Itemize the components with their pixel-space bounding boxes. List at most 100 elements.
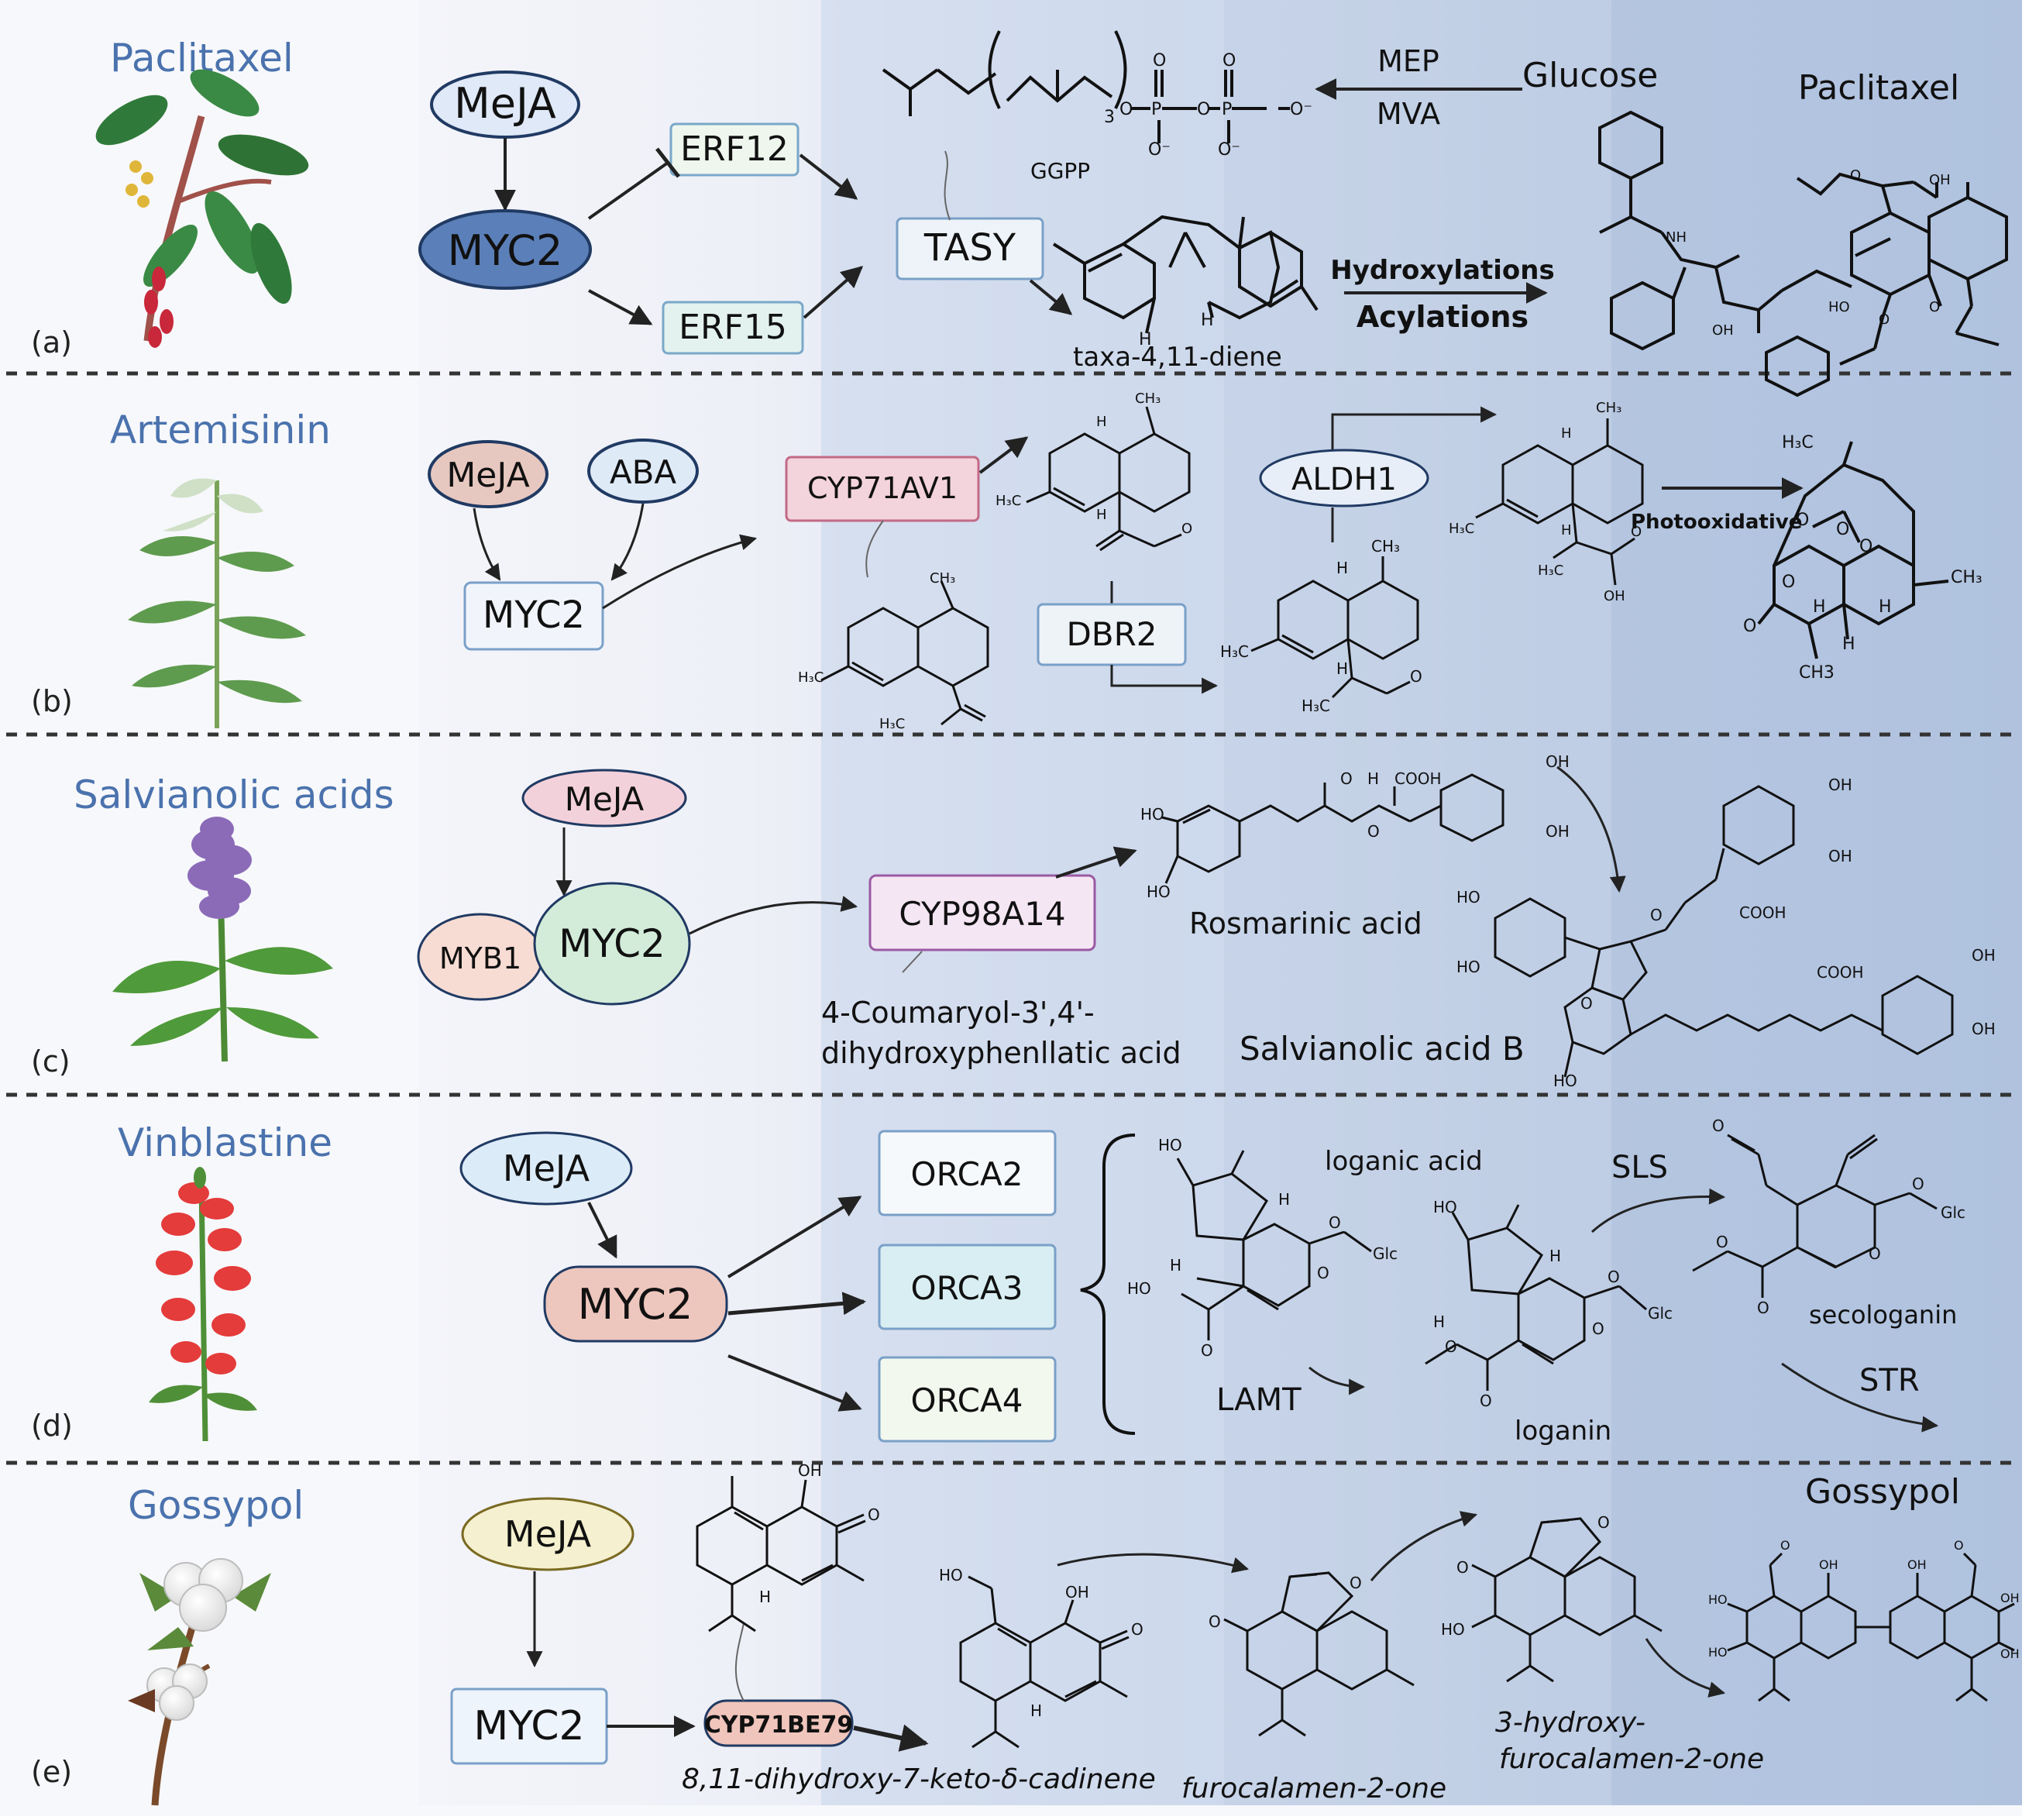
atom-o: O bbox=[1350, 1574, 1362, 1592]
arrow-myc2-cyp bbox=[602, 534, 758, 610]
atom-oh: OH bbox=[1828, 776, 1852, 794]
panel-b: MeJA ABA MYC2 CYP71AV1 CH₃ H₃C H₃C bbox=[428, 390, 1982, 732]
arrow-aba-myc2 bbox=[610, 503, 645, 581]
meja-node bbox=[521, 769, 687, 827]
atom-o: O bbox=[1480, 1392, 1492, 1410]
secologanin-atoms: O O Glc O O O bbox=[1712, 1116, 1965, 1317]
hydroxy-furo-structure bbox=[1471, 1517, 1663, 1683]
ggpp-label: GGPP bbox=[1030, 158, 1090, 184]
atom-glc: Glc bbox=[1941, 1203, 1965, 1222]
atom-ch3-plain: CH3 bbox=[1799, 663, 1835, 683]
atom-o: O bbox=[1859, 537, 1872, 556]
atom-nh: NH bbox=[1666, 229, 1687, 246]
atom-ch3: CH₃ bbox=[1596, 400, 1621, 416]
atom-h: H bbox=[1096, 414, 1107, 430]
connector-tasy-ggpp bbox=[944, 150, 951, 221]
atom-subscript: 3 bbox=[1104, 108, 1115, 127]
atom-o: O bbox=[1317, 1264, 1329, 1282]
atom-ho: HO bbox=[1158, 1136, 1182, 1154]
atom-o: O bbox=[1209, 1612, 1221, 1631]
atom-oh: OH bbox=[1546, 822, 1570, 841]
amorphadiene-atoms: CH₃ H₃C H₃C bbox=[798, 570, 955, 732]
atom-h: H bbox=[1367, 769, 1379, 788]
panel-separators bbox=[6, 371, 2016, 1465]
arrow-tasy-diene bbox=[1029, 279, 1073, 315]
gossypol-atoms: O O OH OH HO HO OH OH bbox=[1708, 1538, 2020, 1661]
atom-h3c: H₃C bbox=[1538, 563, 1563, 579]
atom-ho: HO bbox=[1433, 1198, 1457, 1216]
arrow-myc2-orca3 bbox=[727, 1292, 866, 1316]
hydroxy-furo-label-1: 3-hydroxy- bbox=[1495, 1707, 1645, 1739]
rosmarinic-label: Rosmarinic acid bbox=[1189, 907, 1422, 941]
atom-cooh: COOH bbox=[1739, 903, 1786, 922]
atom-o: O bbox=[1608, 1268, 1620, 1286]
atom-oh: OH bbox=[1828, 847, 1852, 865]
ggpp-structure bbox=[882, 30, 1290, 143]
atom-o: O bbox=[1197, 100, 1210, 119]
connector-cyp-substrate bbox=[734, 1622, 744, 1701]
myc2-label: MYC2 bbox=[473, 1703, 584, 1749]
atom-ho: HO bbox=[1441, 1620, 1465, 1639]
panel-title-salvianolic: Salvianolic acids bbox=[74, 772, 394, 817]
atom-cooh: COOH bbox=[1817, 963, 1864, 982]
furocalamen-atoms: O O bbox=[1209, 1574, 1362, 1631]
cadinene-product-structure bbox=[959, 1575, 1130, 1749]
panel-title-artemisinin: Artemisinin bbox=[110, 408, 331, 452]
loganic-atoms: HO H O Glc O H HO O bbox=[1127, 1136, 1398, 1360]
atom-h: H bbox=[1561, 425, 1572, 442]
atom-h3c: H₃C bbox=[1220, 642, 1249, 661]
mva-label: MVA bbox=[1377, 97, 1440, 131]
arrow-sls bbox=[1590, 1188, 1726, 1233]
arrow-dbr2-dihydro bbox=[1110, 665, 1219, 694]
meja-node bbox=[461, 1497, 634, 1571]
myc2-box bbox=[463, 581, 604, 651]
gossypol-title: Gossypol bbox=[1805, 1472, 1960, 1512]
paclitaxel-structure bbox=[1598, 110, 2008, 397]
atom-o: O bbox=[1780, 1538, 1790, 1553]
atom-o: O bbox=[1201, 1341, 1213, 1360]
arrow-furo-hydroxy bbox=[1370, 1511, 1478, 1581]
arrow-meja-myc2 bbox=[587, 1202, 617, 1259]
atom-h: H bbox=[1030, 1701, 1042, 1720]
substrate-structure bbox=[696, 1476, 866, 1632]
rosmarinic-atoms: HO HO O O H COOH OH OH bbox=[1140, 752, 1570, 901]
dihydro-aldehyde-atoms: CH₃ H₃C H₃C O H H bbox=[1220, 537, 1422, 715]
atom-h: H bbox=[1170, 1256, 1181, 1275]
atom-ho: HO bbox=[1127, 1279, 1151, 1298]
taxadiene-structure bbox=[1052, 215, 1319, 334]
atom-oh: OH bbox=[1972, 946, 1996, 965]
atom-o: O bbox=[1879, 311, 1890, 328]
orca2-box bbox=[878, 1130, 1057, 1216]
atom-glc: Glc bbox=[1373, 1244, 1398, 1263]
artemisinin-structure bbox=[1757, 441, 1949, 659]
atom-o: O bbox=[1782, 573, 1795, 592]
atom-h3c: H₃C bbox=[798, 669, 824, 686]
atom-h3c: H₃C bbox=[1449, 521, 1474, 537]
panel-letters: (a) (b) (c) (d) (e) bbox=[31, 325, 73, 1789]
cadinene-label: 8,11-dihydroxy-7-keto-δ-cadinene bbox=[682, 1763, 1156, 1795]
loganic-acid-structure bbox=[1176, 1150, 1372, 1340]
atom-o: O bbox=[1456, 1558, 1469, 1577]
atom-oh: OH bbox=[798, 1461, 822, 1480]
connector-cyp-substrate bbox=[902, 951, 923, 973]
paclitaxel-atoms: NH OH OH HO O O O bbox=[1666, 167, 1951, 339]
atom-o: O bbox=[1757, 1299, 1769, 1317]
atom-h: H bbox=[1336, 659, 1348, 678]
arrow-aldh1-acid bbox=[1331, 406, 1498, 449]
hydroxylations-label: Hydroxylations bbox=[1330, 255, 1554, 286]
atom-glc: Glc bbox=[1648, 1304, 1673, 1323]
meja-label: MeJA bbox=[565, 780, 645, 818]
panel-title-gossypol: Gossypol bbox=[128, 1483, 304, 1528]
atom-oh: OH bbox=[1712, 322, 1734, 339]
atom-h3c: H₃C bbox=[996, 493, 1021, 509]
cyp71av1-label: CYP71AV1 bbox=[807, 471, 958, 505]
substrate-atoms: OH O H bbox=[759, 1461, 880, 1606]
loganin-atoms: HO H O Glc O H O O bbox=[1433, 1198, 1673, 1410]
myb1-label: MYB1 bbox=[439, 941, 521, 975]
connector-cyp-amorpha bbox=[865, 520, 884, 578]
atom-h3c: H₃C bbox=[1782, 433, 1814, 452]
atom-oh: OH bbox=[1819, 1557, 1838, 1572]
orca3-label: ORCA3 bbox=[911, 1269, 1023, 1307]
atom-o: O bbox=[1181, 521, 1192, 537]
atom-o: O bbox=[1580, 994, 1593, 1013]
